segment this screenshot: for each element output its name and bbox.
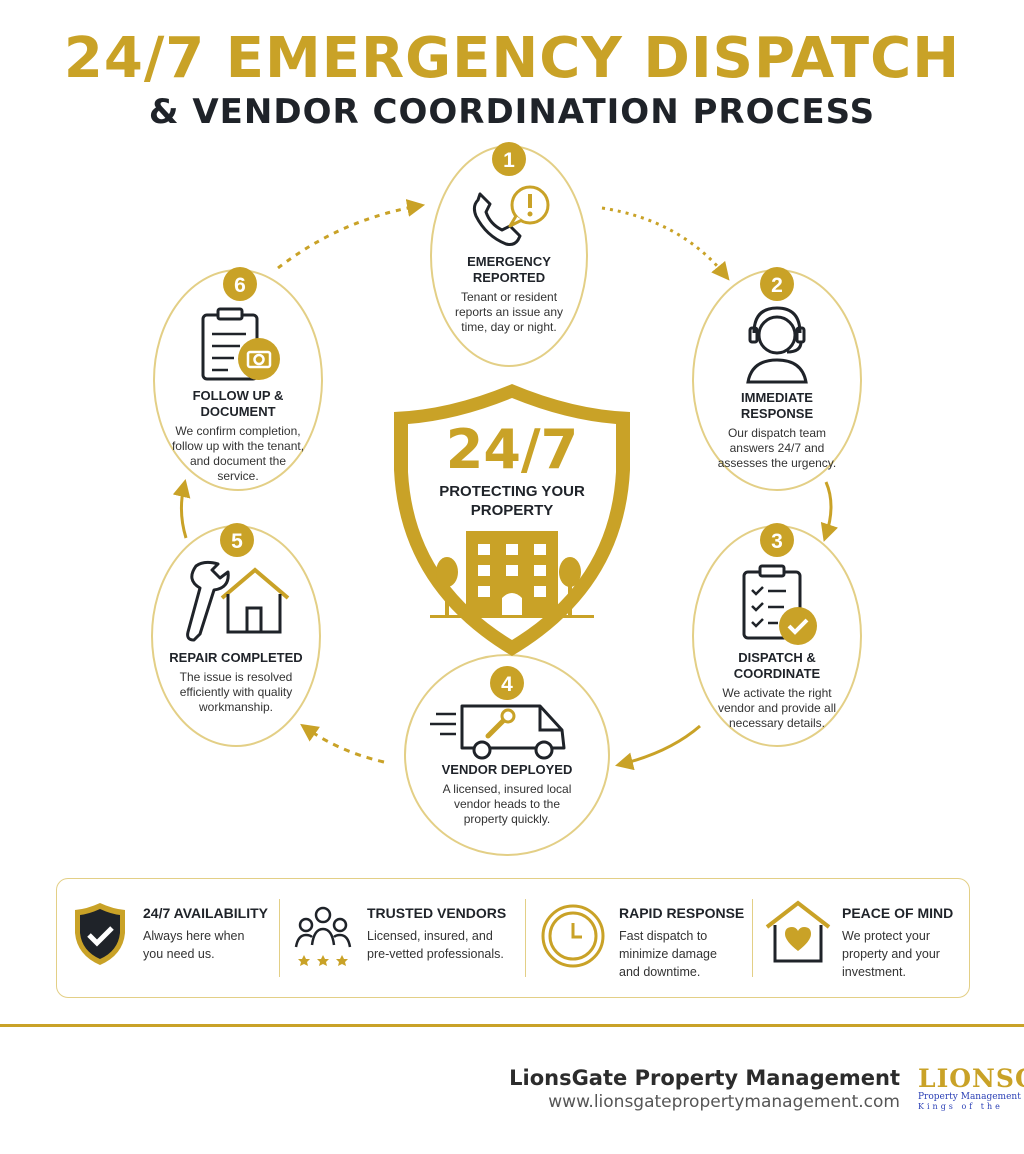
step-3-number: 3: [771, 530, 783, 553]
arrow-2-to-3: [820, 481, 838, 542]
step-2-text: IMMEDIATE RESPONSE Our dispatch team ans…: [707, 390, 847, 471]
step-3-title: DISPATCH & COORDINATE: [733, 650, 821, 681]
company-logo: LIONSGATE Property Management Kings of t…: [918, 1066, 1024, 1111]
center-shield: [394, 384, 630, 656]
step-3-text: DISPATCH & COORDINATE We activate the ri…: [697, 650, 857, 731]
step-2-description: Our dispatch team answers 24/7 and asses…: [717, 426, 837, 470]
clipboard-check-icon: [742, 564, 817, 645]
feature-availability: 24/7 AVAILABILITY Always here when you n…: [57, 879, 279, 997]
step-6-text: FOLLOW UP & DOCUMENT We confirm completi…: [160, 388, 316, 484]
house-heart-icon: [765, 900, 831, 963]
step-2-number: 2: [771, 274, 783, 297]
footer-divider: [0, 1024, 1024, 1027]
step-4-title: VENDOR DEPLOYED: [441, 762, 573, 777]
step-6-title: FOLLOW UP & DOCUMENT: [192, 388, 284, 419]
step-1-title: EMERGENCY REPORTED: [467, 254, 551, 285]
feature-rapid-description: Fast dispatch to minimize damage and dow…: [619, 929, 717, 979]
step-5-number: 5: [231, 530, 243, 553]
feature-divider: [279, 899, 280, 977]
headset-agent-icon: [746, 306, 808, 384]
feature-availability-title: 24/7 AVAILABILITY: [143, 905, 268, 921]
phone-alert-icon: [472, 185, 550, 246]
feature-rapid: RAPID RESPONSE Fast dispatch to minimize…: [526, 879, 752, 997]
step-4-description: A licensed, insured local vendor heads t…: [442, 782, 572, 826]
arrow-1-to-2: [601, 206, 730, 281]
feature-peace: PEACE OF MIND We protect your property a…: [753, 879, 967, 997]
step-1-description: Tenant or resident reports an issue any …: [454, 290, 564, 334]
page-title: 24/7 EMERGENCY DISPATCH: [63, 26, 961, 91]
step-4-text: VENDOR DEPLOYED A licensed, insured loca…: [432, 762, 582, 827]
arrow-6-to-1: [277, 199, 426, 270]
step-5-title: REPAIR COMPLETED: [169, 650, 303, 665]
process-diagram: [151, 142, 862, 856]
step-3-description: We activate the right vendor and provide…: [717, 686, 837, 730]
step-1-number: 1: [503, 149, 515, 172]
step-5-description: The issue is resolved efficiently with q…: [179, 670, 293, 714]
clipboard-camera-icon: [201, 307, 280, 381]
shield-check-icon: [75, 903, 125, 965]
feature-availability-description: Always here when you need us.: [143, 929, 245, 961]
step-badges: [220, 142, 794, 700]
features-bar: 24/7 AVAILABILITY Always here when you n…: [56, 878, 970, 998]
arrow-5-to-6: [172, 478, 191, 539]
company-name: LionsGate Property Management: [509, 1066, 900, 1090]
step-6-number: 6: [234, 274, 246, 297]
feature-vendors-title: TRUSTED VENDORS: [367, 905, 507, 921]
arrow-4-to-5: [300, 723, 385, 764]
arrow-3-to-4: [615, 724, 701, 771]
shield-heading: 24/7: [445, 418, 579, 481]
feature-divider: [752, 899, 753, 977]
step-2-title: IMMEDIATE RESPONSE: [740, 390, 814, 421]
feature-peace-title: PEACE OF MIND: [842, 905, 954, 921]
shield-caption: PROTECTING YOUR PROPERTY: [439, 483, 585, 519]
step-4-number: 4: [501, 673, 513, 696]
step-6-description: We confirm completion, follow up with th…: [171, 424, 305, 483]
feature-peace-description: We protect your property and your invest…: [842, 929, 940, 979]
page-subtitle: & VENDOR COORDINATION PROCESS: [148, 92, 876, 132]
people-stars-icon: [294, 906, 352, 966]
company-website[interactable]: www.lionsgatepropertymanagement.com: [548, 1092, 900, 1112]
feature-rapid-title: RAPID RESPONSE: [619, 905, 745, 921]
clock-icon: [541, 904, 605, 968]
step-4-circle: [404, 654, 610, 856]
step-1-text: EMERGENCY REPORTED Tenant or resident re…: [449, 254, 569, 335]
wrench-house-icon: [186, 560, 290, 642]
service-van-icon: [430, 704, 566, 760]
feature-vendors-description: Licensed, insured, and pre-vetted profes…: [367, 929, 504, 961]
flow-arrows: [172, 199, 838, 771]
feature-vendors: TRUSTED VENDORS Licensed, insured, and p…: [280, 879, 525, 997]
building-icon: [430, 531, 594, 618]
feature-divider: [525, 899, 526, 977]
step-5-text: REPAIR COMPLETED The issue is resolved e…: [166, 650, 306, 715]
